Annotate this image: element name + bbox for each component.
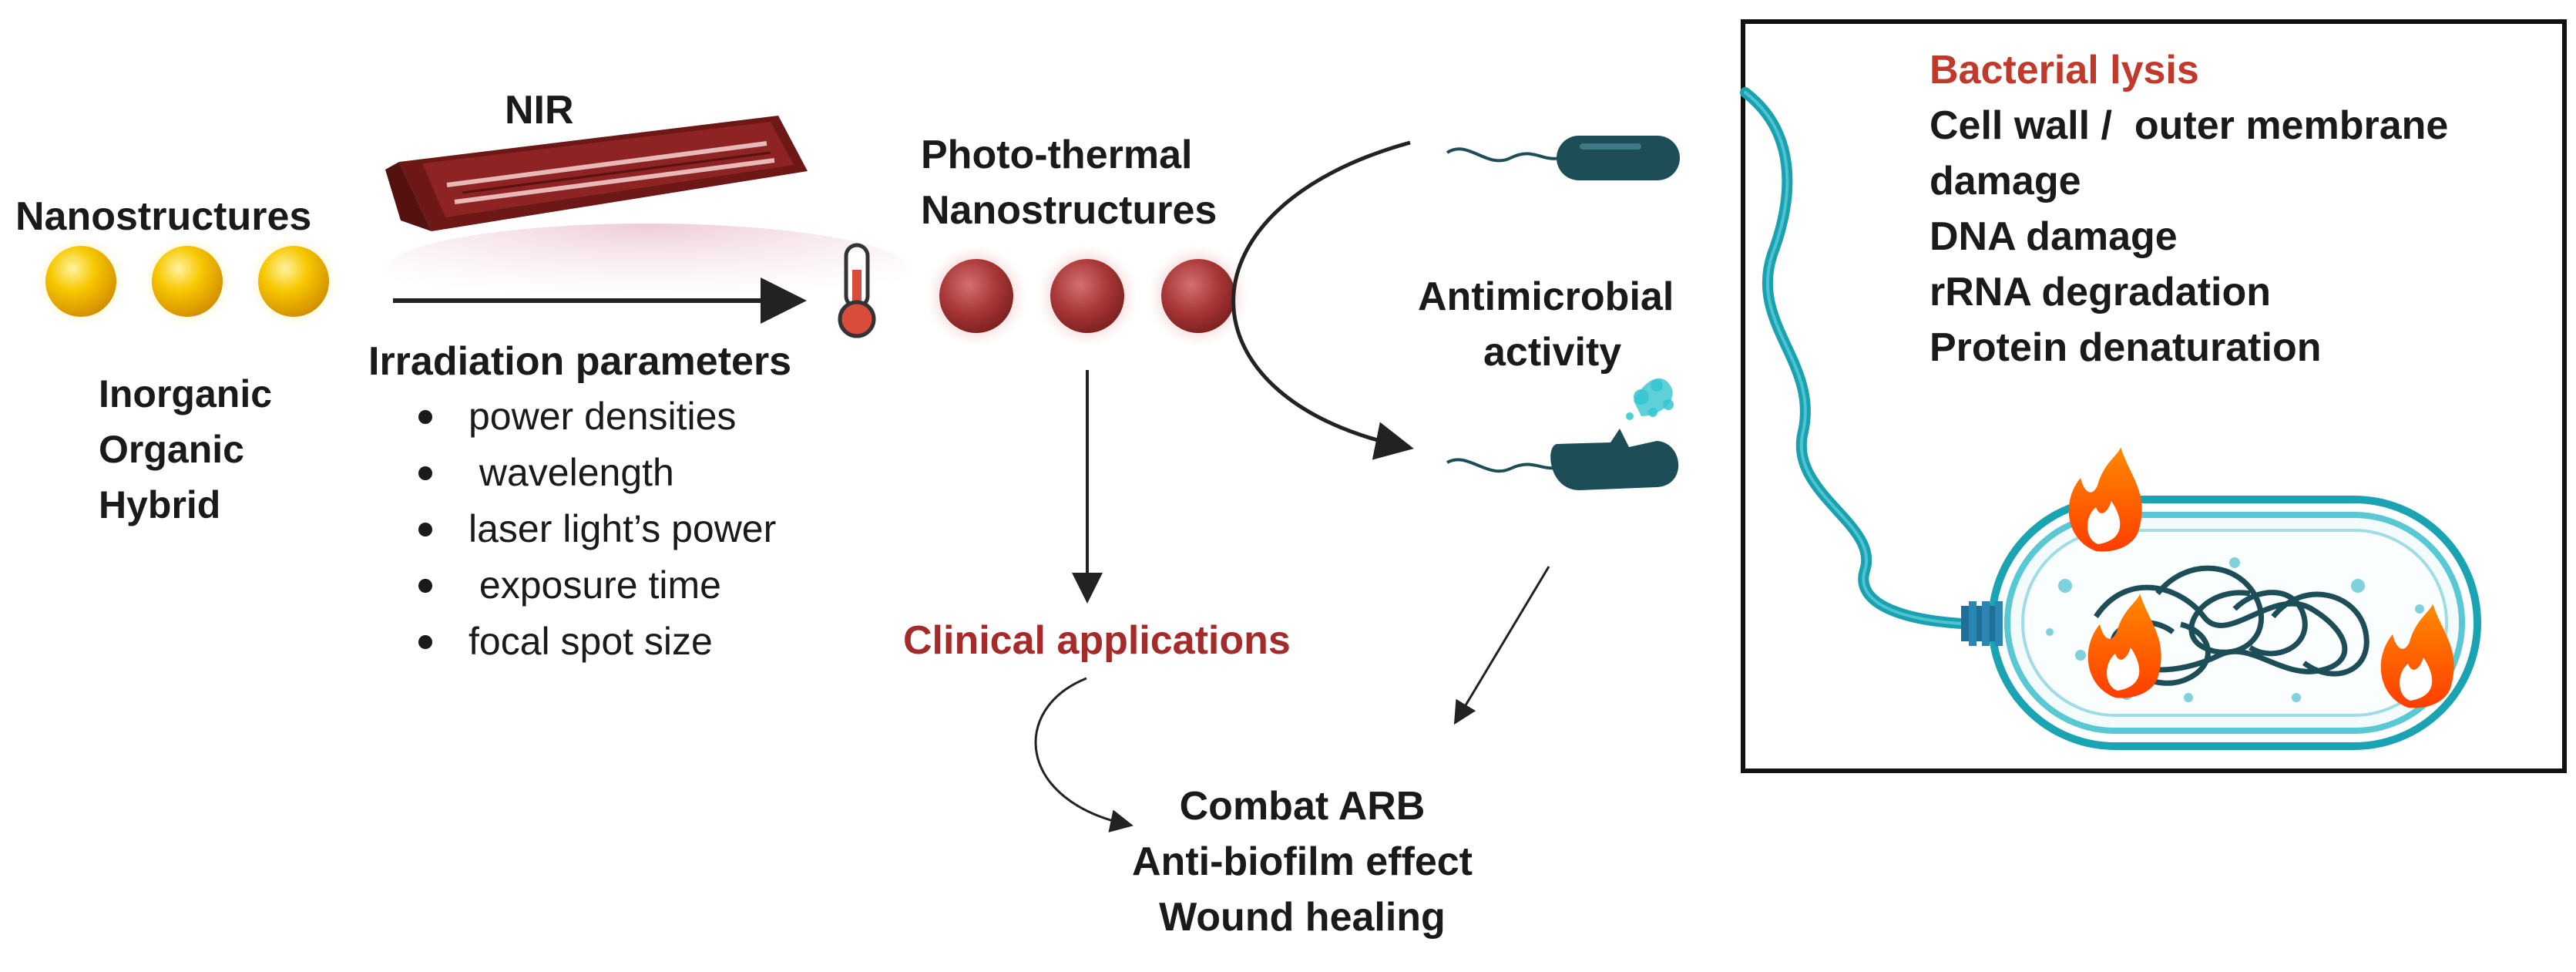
gold-nanoparticle-icon — [36, 237, 126, 326]
gold-nanoparticle-icon — [143, 237, 232, 326]
irradiation-item-focal-spot-size: focal spot size — [469, 620, 713, 663]
outcome-wound-healing: Wound healing — [1159, 895, 1446, 940]
type-inorganic: Inorganic — [99, 372, 272, 415]
nir-label: NIR — [505, 88, 574, 133]
photothermal-title-line2: Nanostructures — [921, 188, 1217, 233]
gold-nanoparticles — [36, 237, 338, 326]
clinical-title: Clinical applications — [903, 618, 1291, 663]
photothermal-nanoparticles — [925, 245, 1249, 347]
lysis-item-rrna-degradation: rRNA degradation — [1929, 270, 2271, 314]
nir-lamp-icon — [385, 116, 909, 316]
thermometer-icon — [838, 243, 876, 338]
irradiation-item-wavelength: wavelength — [469, 451, 674, 494]
clinical-curve-arrow — [1034, 677, 1134, 832]
outcome-arrow — [1453, 566, 1550, 725]
photothermal-title-line1: Photo-thermal — [921, 133, 1192, 177]
lysis-title: Bacterial lysis — [1929, 48, 2199, 92]
bacterium-damaged-icon — [1446, 378, 1679, 490]
nanostructures-title: Nanostructures — [15, 194, 311, 239]
lysis-item-cell-wall: Cell wall / outer membrane — [1929, 103, 2448, 148]
photothermal-nanoparticle-icon — [925, 245, 1027, 347]
irradiation-list: power densities wavelength laser light’s… — [418, 395, 776, 663]
irradiation-title: Irradiation parameters — [368, 339, 791, 384]
lysis-item-damage: damage — [1929, 159, 2081, 203]
gold-nanoparticle-icon — [249, 237, 338, 326]
antimicrobial-title-line1: Antimicrobial — [1418, 274, 1674, 319]
type-hybrid: Hybrid — [99, 483, 220, 526]
irradiation-item-power-densities: power densities — [469, 395, 736, 438]
antimicrobial-arrow — [1231, 140, 1414, 460]
irradiation-item-exposure-time: exposure time — [469, 563, 721, 607]
lysis-item-dna-damage: DNA damage — [1929, 214, 2178, 259]
bacterium-intact-icon — [1446, 136, 1680, 180]
outcome-anti-biofilm: Anti-biofilm effect — [1132, 839, 1473, 884]
flame-icon — [2068, 447, 2142, 552]
flame-icon — [2380, 604, 2454, 708]
antimicrobial-title-line2: activity — [1483, 330, 1621, 375]
photothermal-nanoparticle-icon — [1147, 245, 1249, 347]
bacterium-cell-icon — [1961, 496, 2481, 750]
outcome-combat-arb: Combat ARB — [1180, 784, 1426, 829]
lysis-item-protein-denaturation: Protein denaturation — [1929, 325, 2321, 370]
type-organic: Organic — [99, 428, 244, 471]
irradiation-item-laser-power: laser light’s power — [469, 507, 776, 550]
photothermal-nanoparticle-icon — [1036, 245, 1138, 347]
flame-icon — [2087, 594, 2161, 698]
